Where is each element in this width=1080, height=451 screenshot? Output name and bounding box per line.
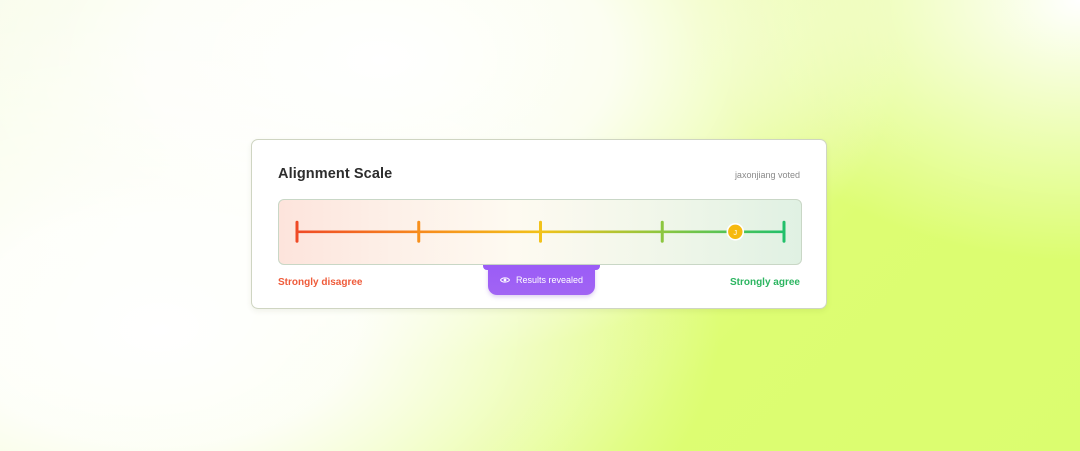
scale-tick-4[interactable] — [660, 220, 664, 243]
results-revealed-badge: Results revealed — [483, 265, 600, 295]
voter-initial: J — [733, 228, 737, 237]
scale-track-box[interactable]: J — [278, 199, 802, 265]
card-title: Alignment Scale — [278, 166, 393, 182]
scale-tick-2[interactable] — [417, 220, 421, 243]
vote-marker: J — [726, 222, 745, 241]
scale-tick-1[interactable] — [295, 220, 299, 243]
label-strongly-agree: Strongly agree — [729, 277, 800, 288]
vote-marker-dot — [726, 222, 745, 241]
scale-graphic: J — [295, 220, 786, 243]
eye-icon — [499, 276, 511, 284]
results-revealed-label: Results revealed — [515, 275, 584, 285]
scale-tick-5[interactable] — [782, 220, 786, 243]
voter-status: jaxonjiang voted — [734, 170, 800, 180]
alignment-scale-card: Alignment Scale jaxonjiang voted J Stron… — [251, 139, 827, 309]
label-strongly-disagree: Strongly disagree — [278, 277, 363, 288]
scale-tick-3[interactable] — [539, 220, 542, 243]
